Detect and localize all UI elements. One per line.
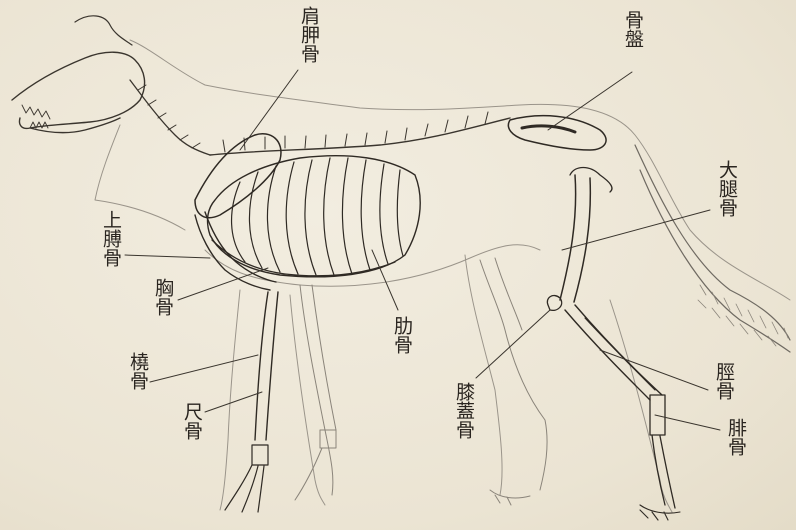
label-rib: 肋骨 — [391, 316, 412, 354]
radius-bone — [255, 292, 278, 440]
label-sternum: 胸骨 — [152, 278, 173, 316]
pelvis-bone — [508, 116, 606, 150]
hind-paw-far — [490, 490, 530, 505]
tibia-bone — [565, 305, 662, 400]
label-ulna: 尺骨 — [181, 402, 202, 440]
sternum-bone — [212, 240, 395, 276]
neck-vertebra-marks — [138, 85, 200, 148]
ulna-leader — [205, 392, 262, 412]
label-patella: 膝蓋骨 — [453, 382, 474, 439]
tail-fur — [698, 285, 788, 346]
patella-bone — [547, 296, 561, 311]
leader-lines — [125, 70, 720, 430]
label-femur: 大腿骨 — [716, 160, 737, 217]
fibula-bone — [585, 318, 655, 390]
skull — [12, 52, 145, 132]
label-humerus: 上膊骨 — [100, 210, 121, 267]
tail — [635, 145, 790, 352]
teeth — [22, 105, 50, 128]
pelvis-shade — [522, 126, 575, 132]
spine — [210, 118, 510, 155]
ribs — [232, 158, 403, 275]
ribcage-outline — [208, 156, 421, 277]
label-fibula: 腓骨 — [725, 418, 746, 456]
paw-front-far — [295, 430, 336, 500]
femur-bone — [560, 175, 590, 302]
hind-leg-far — [480, 258, 547, 490]
ear — [75, 16, 132, 45]
patella-leader — [476, 310, 550, 378]
scapula-leader — [240, 70, 298, 150]
radius-leader — [150, 355, 258, 382]
rib-leader — [372, 250, 398, 310]
front-leg-far — [300, 285, 336, 495]
label-scapula: 肩胛骨 — [298, 6, 319, 63]
label-pelvis: 骨盤 — [622, 10, 643, 48]
sternum-leader — [178, 268, 268, 300]
paw-front-near — [225, 445, 268, 512]
humerus-leader — [125, 255, 210, 258]
label-radius: 橈骨 — [127, 352, 148, 390]
body-outline — [95, 40, 790, 512]
tibia-leader — [600, 350, 708, 390]
hind-paw — [640, 505, 680, 520]
label-tibia: 脛骨 — [713, 362, 734, 400]
